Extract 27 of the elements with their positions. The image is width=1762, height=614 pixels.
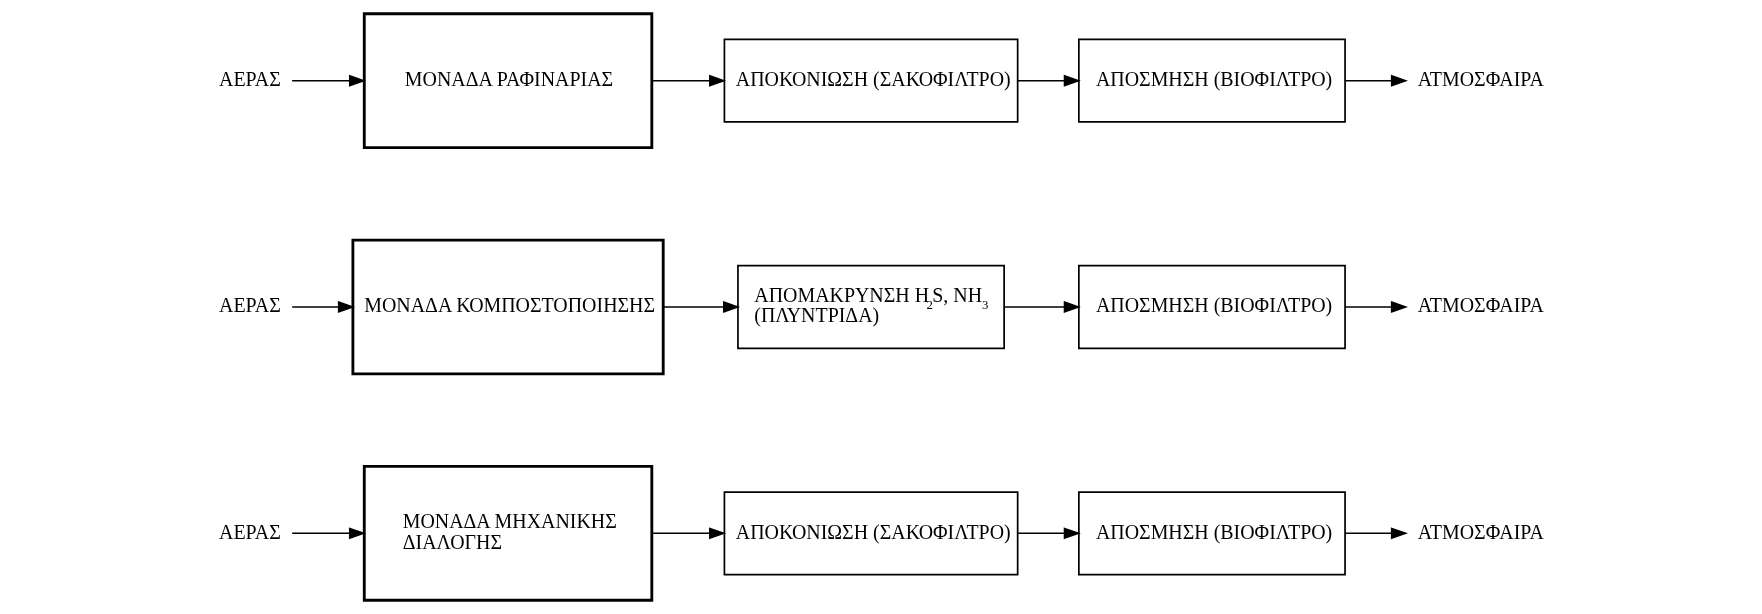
arrow xyxy=(1017,74,1081,87)
arrow xyxy=(291,74,367,87)
node-box: ΜΟΝΑΔΑ ΚΟΜΠΟΣΤΟΠΟΙΗΣΗΣ xyxy=(351,238,665,376)
node-box: ΜΟΝΑΔΑ ΡΑΦΙΝΑΡΙΑΣ xyxy=(362,12,654,149)
node-text: ΑΤΜΟΣΦΑΙΡΑ xyxy=(1417,294,1544,317)
arrow xyxy=(1003,301,1081,313)
arrow xyxy=(651,74,727,87)
node-text: ΑΤΜΟΣΦΑΙΡΑ xyxy=(1417,67,1544,90)
arrow xyxy=(662,301,741,313)
arrow xyxy=(291,301,355,313)
arrow xyxy=(1344,527,1408,540)
node-text: ΑΕΡΑΣ xyxy=(219,67,281,90)
arrow xyxy=(651,527,727,540)
node-box: ΑΠΟΣΜΗΣΗ (ΒΙΟΦΙΛΤΡΟ) xyxy=(1078,491,1346,576)
node-box: ΑΠΟΣΜΗΣΗ (ΒΙΟΦΙΛΤΡΟ) xyxy=(1078,38,1346,123)
arrow xyxy=(1344,74,1408,87)
node-box: ΑΠΟΚΟΝΙΩΣΗ (ΣΑΚΟΦΙΛΤΡΟ) xyxy=(723,38,1019,123)
arrow xyxy=(291,527,367,540)
node-text: ΑΕΡΑΣ xyxy=(219,294,281,317)
node-box: ΑΠΟΚΟΝΙΩΣΗ (ΣΑΚΟΦΙΛΤΡΟ) xyxy=(723,491,1019,576)
node-box: ΑΠΟΣΜΗΣΗ (ΒΙΟΦΙΛΤΡΟ) xyxy=(1078,264,1346,350)
node-text: ΑΕΡΑΣ xyxy=(219,520,281,543)
node-box: ΜΟΝΑΔΑ ΜΗΧΑΝΙΚΗΣ ΔΙΑΛΟΓΗΣ xyxy=(362,465,654,602)
arrow xyxy=(1017,527,1081,540)
arrow xyxy=(1344,301,1408,313)
node-text: ΑΤΜΟΣΦΑΙΡΑ xyxy=(1417,520,1544,543)
node-box: ΑΠΟΜΑΚΡΥΝΣΗ H$_{2}$S, NH$_{3}$ (ΠΛΥΝΤΡΙΔΑ) xyxy=(737,264,1005,350)
